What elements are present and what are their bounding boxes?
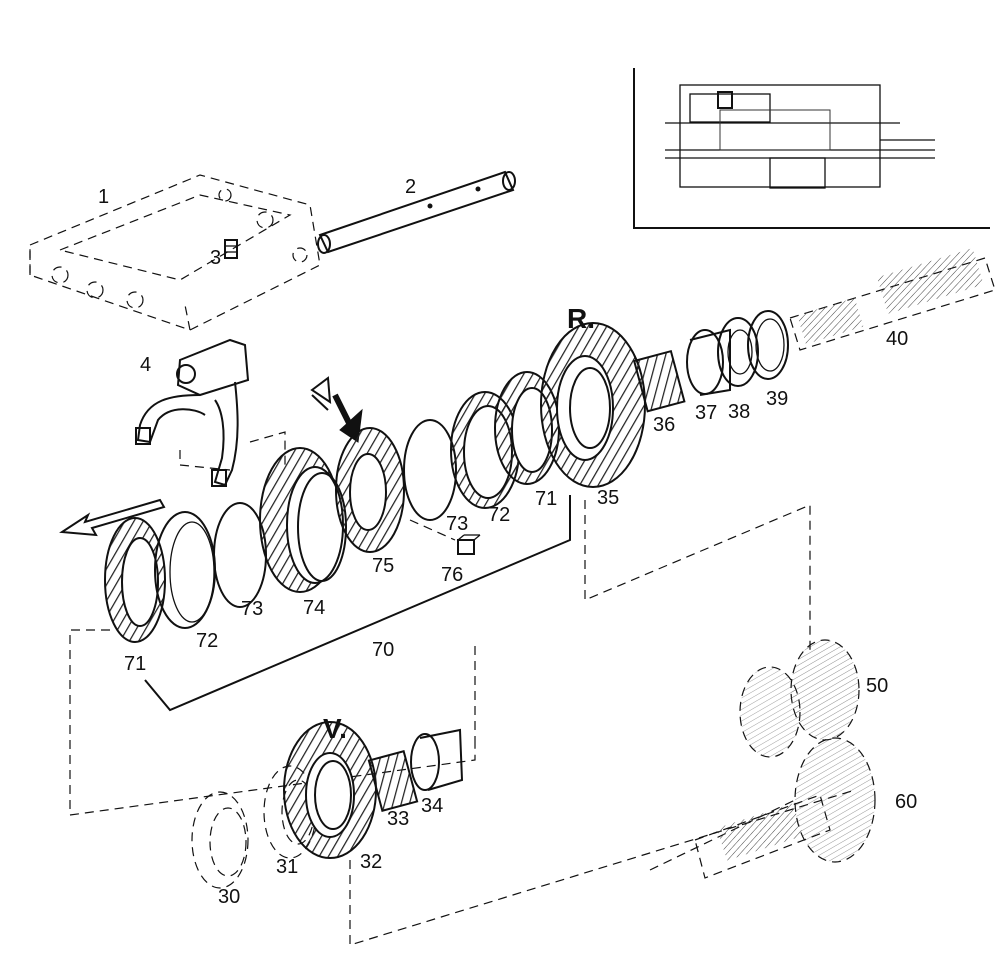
callout-74: 74 [303, 597, 325, 619]
assembly-70-bracket [144, 495, 571, 712]
callout-50: 50 [866, 675, 888, 697]
callout-30: 30 [218, 886, 240, 908]
part-37-bushing [686, 328, 731, 396]
part-34-bushing [410, 728, 464, 791]
label-reverse: R. [567, 303, 595, 334]
callout-73-right: 73 [446, 513, 468, 535]
part-73-spring-left [213, 502, 267, 608]
part-35-reverse-gear [540, 322, 646, 488]
part-50-countershaft-gear [739, 639, 860, 758]
callout-1: 1 [98, 186, 109, 208]
callout-71-right: 71 [535, 488, 557, 510]
callout-34: 34 [421, 795, 443, 817]
callout-75: 75 [372, 555, 394, 577]
inset-locator-view [633, 68, 990, 229]
part-40-mainshaft [789, 248, 996, 351]
callout-73-left: 73 [241, 598, 263, 620]
callout-33: 33 [387, 808, 409, 830]
callout-2: 2 [405, 176, 416, 198]
callout-labels: 1 2 3 4 R. 40 36 37 38 39 35 71 72 73 75… [98, 176, 917, 908]
callout-35: 35 [597, 487, 619, 509]
callout-72-left: 72 [196, 630, 218, 652]
part-33-needle-bearing [367, 750, 419, 812]
callout-40: 40 [886, 328, 908, 350]
callout-70: 70 [372, 639, 394, 661]
callout-3: 3 [210, 247, 221, 269]
callout-31: 31 [276, 856, 298, 878]
part-4-shift-fork [135, 338, 286, 487]
callout-38: 38 [728, 401, 750, 423]
part-2-shift-rod [317, 170, 516, 254]
part-71-sync-ring-left [104, 517, 166, 643]
callout-32: 32 [360, 851, 382, 873]
part-74-sliding-sleeve [259, 447, 347, 593]
part-3-screw [224, 239, 238, 259]
part-32-forward-gear [283, 721, 377, 859]
part-76-detent-block [409, 519, 481, 555]
part-1-shift-housing [29, 174, 321, 331]
callout-37: 37 [695, 402, 717, 424]
callout-71-left: 71 [124, 653, 146, 675]
part-38-washer [717, 317, 759, 387]
part-73-spring-right [403, 419, 457, 521]
part-36-needle-bearing [632, 349, 686, 413]
callout-60: 60 [895, 791, 917, 813]
assembly-direction-arrow-icon [59, 498, 166, 537]
callout-4: 4 [140, 354, 151, 376]
callout-36: 36 [653, 414, 675, 436]
part-75-synchro-hub [335, 427, 405, 553]
callout-39: 39 [766, 388, 788, 410]
part-60-countershaft [694, 737, 876, 879]
callout-76: 76 [441, 564, 463, 586]
view-direction-eye-icon [310, 376, 332, 411]
part-39-washer [747, 310, 789, 380]
part-30-bearing [191, 791, 249, 889]
callout-72-right: 72 [488, 504, 510, 526]
label-forward: V. [323, 713, 347, 744]
